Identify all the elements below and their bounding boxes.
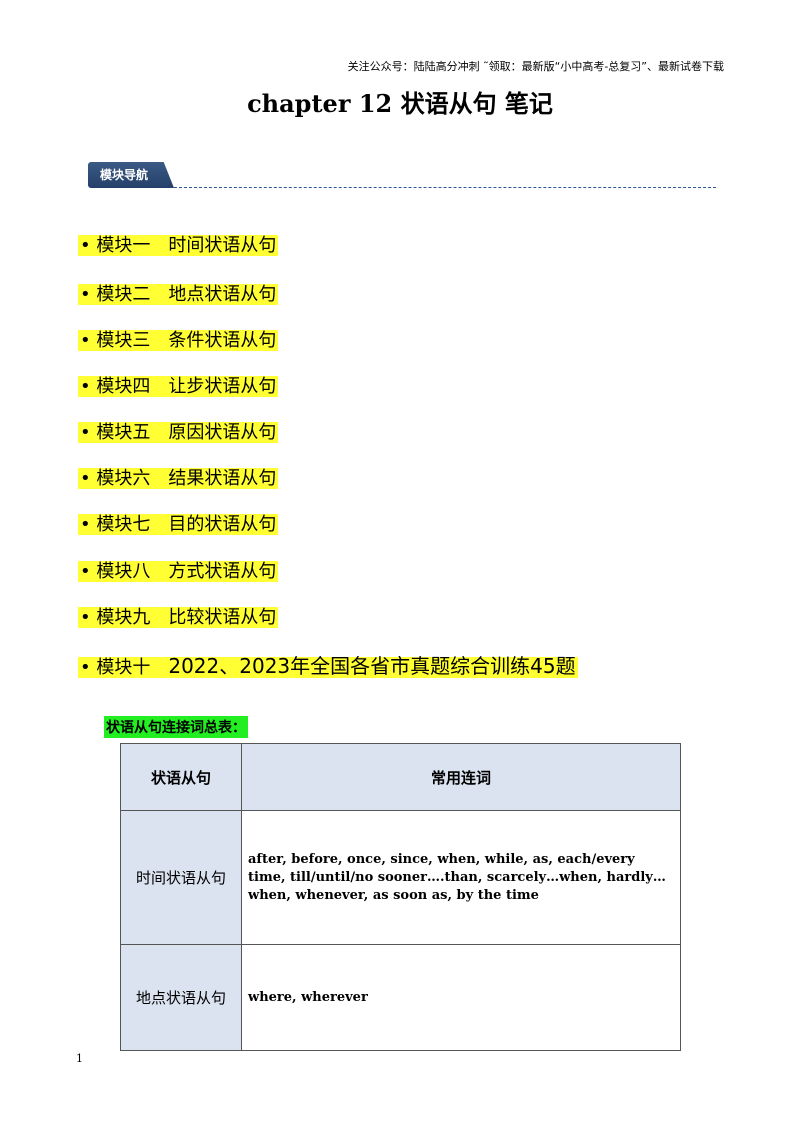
conjunction-table: 状语从句 常用连词 时间状语从句 after, before, once, si… — [120, 743, 681, 1051]
module-nav-tab: 模块导航 — [88, 162, 174, 188]
page-title: chapter 12 状语从句 笔记 — [247, 89, 553, 118]
module-label: 模块五 — [96, 422, 151, 443]
module-item: • 模块十 2022、2023年全国各省市真题综合训练45题 — [78, 653, 578, 681]
module-item: • 模块六结果状语从句 — [78, 466, 279, 492]
module-item: • 模块九比较状语从句 — [78, 605, 279, 631]
table-row: 时间状语从句 after, before, once, since, when,… — [120, 810, 681, 945]
module-label: 模块九 — [96, 607, 151, 628]
clause-type-cell: 时间状语从句 — [120, 810, 242, 945]
bullet: • — [80, 468, 91, 489]
module-topic: 地点状语从句 — [168, 284, 277, 305]
conjunctions-cell: after, before, once, since, when, while,… — [241, 810, 681, 945]
bullet: • — [80, 376, 91, 397]
module-topic: 让步状语从句 — [168, 376, 277, 397]
module-item: • 模块一时间状语从句 — [78, 233, 279, 259]
nav-divider — [174, 187, 716, 188]
module-label: 模块二 — [96, 284, 151, 305]
bullet: • — [80, 514, 91, 535]
module-topic: 时间状语从句 — [168, 235, 277, 256]
bullet: • — [80, 284, 91, 305]
module-item: • 模块三条件状语从句 — [78, 328, 279, 354]
column-header: 状语从句 — [120, 743, 242, 811]
conjunctions-cell: where, wherever — [241, 944, 681, 1051]
module-item: • 模块二地点状语从句 — [78, 282, 279, 308]
module-item: • 模块五原因状语从句 — [78, 420, 279, 446]
module-label: 模块七 — [96, 514, 151, 535]
table-caption: 状语从句连接词总表： — [104, 716, 248, 738]
module-label: 模块三 — [96, 330, 151, 351]
module-topic: 结果状语从句 — [168, 468, 277, 489]
module-item: • 模块四让步状语从句 — [78, 374, 279, 400]
column-header: 常用连词 — [241, 743, 681, 811]
bullet: • — [80, 657, 91, 678]
bullet: • — [80, 235, 91, 256]
module-nav-bar: 模块导航 — [88, 162, 716, 192]
module-item: • 模块八方式状语从句 — [78, 559, 279, 585]
module-label: 模块一 — [96, 235, 151, 256]
clause-type-cell: 地点状语从句 — [120, 944, 242, 1051]
module-topic: 原因状语从句 — [168, 422, 277, 443]
module-item: • 模块七目的状语从句 — [78, 512, 279, 538]
module-label: 模块四 — [96, 376, 151, 397]
bullet: • — [80, 561, 91, 582]
table-header-row: 状语从句 常用连词 — [120, 743, 681, 811]
bullet: • — [80, 607, 91, 628]
bullet: • — [80, 422, 91, 443]
module-label: 模块十 — [96, 657, 151, 678]
module-topic: 条件状语从句 — [168, 330, 277, 351]
module-topic: 方式状语从句 — [168, 561, 277, 582]
module-label: 模块八 — [96, 561, 151, 582]
module-topic: 目的状语从句 — [168, 514, 277, 535]
bullet: • — [80, 330, 91, 351]
header-note: 关注公众号：陆陆高分冲刺 ˜领取：最新版“小中高考-总复习”、最新试卷下载 — [347, 60, 724, 73]
page-number: 1 — [76, 1052, 83, 1065]
module-topic: 2022、2023年全国各省市真题综合训练45题 — [168, 654, 576, 678]
module-label: 模块六 — [96, 468, 151, 489]
table-row: 地点状语从句 where, wherever — [120, 944, 681, 1051]
module-topic: 比较状语从句 — [168, 607, 277, 628]
